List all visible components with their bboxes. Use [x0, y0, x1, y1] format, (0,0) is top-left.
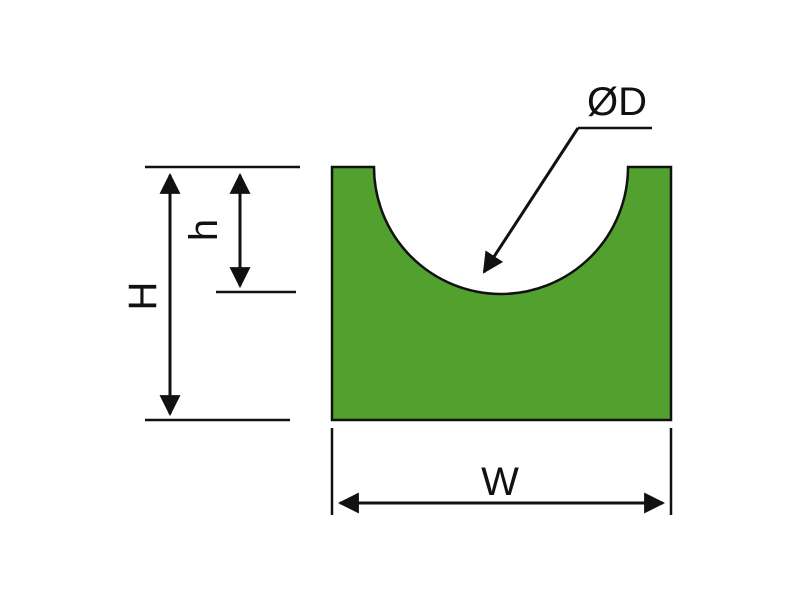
profile-body: [330, 165, 673, 422]
diameter-label: ØD: [587, 80, 647, 124]
width-label: W: [481, 460, 519, 504]
diameter-leader-arrow: [482, 127, 580, 274]
height-label: H: [121, 282, 165, 311]
groove-depth-label: h: [182, 219, 226, 241]
